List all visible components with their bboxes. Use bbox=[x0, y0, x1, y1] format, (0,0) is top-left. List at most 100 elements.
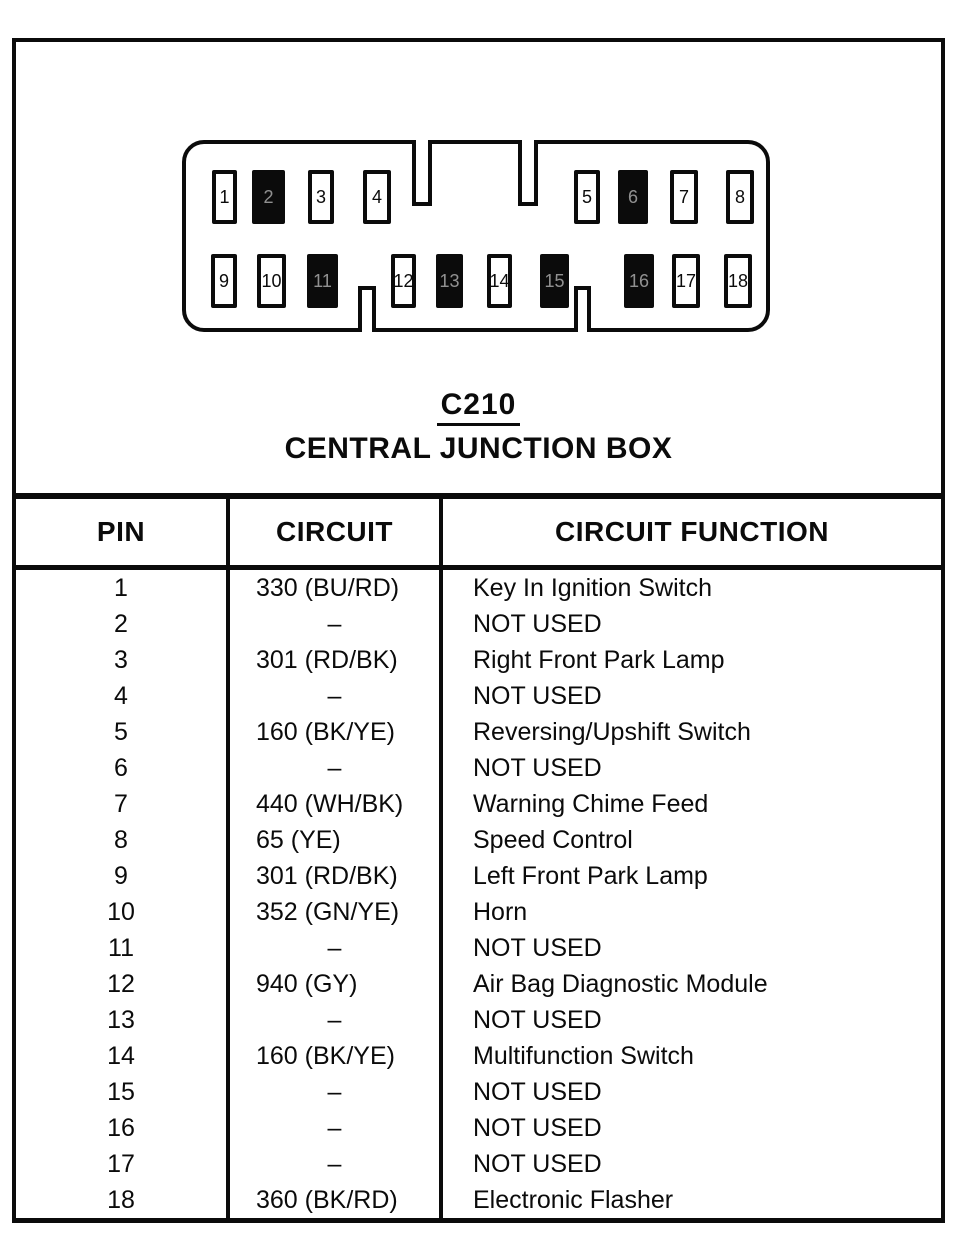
pin-7: 7 bbox=[670, 170, 698, 224]
pin-14: 14 bbox=[487, 254, 512, 308]
circuit-cell: 160 (BK/YE) bbox=[230, 1038, 443, 1074]
function-cell: NOT USED bbox=[473, 1077, 602, 1106]
circuit-cell: 65 (YE) bbox=[230, 822, 443, 858]
pin-cell: 7 bbox=[16, 786, 230, 822]
table-row: 4– NOT USED bbox=[16, 678, 941, 714]
pin-cell: 9 bbox=[16, 858, 230, 894]
pin-cell: 10 bbox=[16, 894, 230, 930]
circuit-cell: 940 (GY) bbox=[230, 966, 443, 1002]
circuit-cell: 301 (RD/BK) bbox=[230, 642, 443, 678]
pin-6: 6 bbox=[618, 170, 648, 224]
function-cell: NOT USED bbox=[473, 933, 602, 962]
pin-3: 3 bbox=[308, 170, 334, 224]
circuit-cell: 440 (WH/BK) bbox=[230, 786, 443, 822]
pin-cell: 5 bbox=[16, 714, 230, 750]
pin-cell: 18 bbox=[16, 1182, 230, 1218]
pin-cell: 3 bbox=[16, 642, 230, 678]
table-row: 2–NOT USED bbox=[16, 606, 941, 642]
function-cell: Reversing/Upshift Switch bbox=[473, 717, 751, 746]
pin-5: 5 bbox=[574, 170, 600, 224]
circuit-cell: – bbox=[230, 1110, 443, 1146]
function-cell: Air Bag Diagnostic Module bbox=[473, 969, 768, 998]
connector-notch bbox=[358, 286, 376, 332]
pin-cell: 2 bbox=[16, 606, 230, 642]
pin-9: 9 bbox=[211, 254, 237, 308]
function-cell: NOT USED bbox=[473, 753, 602, 782]
pin-11: 11 bbox=[307, 254, 338, 308]
circuit-cell: 352 (GN/YE) bbox=[230, 894, 443, 930]
table-row: 6–NOT USED bbox=[16, 750, 941, 786]
pin-17: 17 bbox=[672, 254, 700, 308]
pin-cell: 4 bbox=[16, 678, 230, 714]
pin-cell: 11 bbox=[16, 930, 230, 966]
pin-cell: 12 bbox=[16, 966, 230, 1002]
function-cell: Left Front Park Lamp bbox=[473, 861, 708, 890]
circuit-cell: – bbox=[230, 930, 443, 966]
function-cell: NOT USED bbox=[473, 1005, 602, 1034]
function-cell: Speed Control bbox=[473, 825, 633, 854]
table-row: 11– NOT USED bbox=[16, 930, 941, 966]
pin-cell: 8 bbox=[16, 822, 230, 858]
pin-10: 10 bbox=[257, 254, 286, 308]
pin-13: 13 bbox=[436, 254, 463, 308]
function-cell: Multifunction Switch bbox=[473, 1041, 694, 1070]
pin-18: 18 bbox=[724, 254, 752, 308]
circuit-cell: – bbox=[230, 606, 443, 642]
pin-4: 4 bbox=[363, 170, 391, 224]
function-cell: Electronic Flasher bbox=[473, 1185, 674, 1214]
table-row: 16– NOT USED bbox=[16, 1110, 941, 1146]
header-circuit: CIRCUIT bbox=[230, 499, 443, 565]
table-header-row: PIN CIRCUIT CIRCUIT FUNCTION bbox=[16, 499, 941, 570]
pin-cell: 14 bbox=[16, 1038, 230, 1074]
pin-cell: 17 bbox=[16, 1146, 230, 1182]
figure-title-block: C210 CENTRAL JUNCTION BOX bbox=[16, 390, 941, 464]
connector-notch bbox=[518, 140, 538, 206]
pin-cell: 6 bbox=[16, 750, 230, 786]
connector-notch bbox=[412, 140, 432, 206]
circuit-cell: – bbox=[230, 1074, 443, 1110]
pin-8: 8 bbox=[726, 170, 754, 224]
circuit-cell: 301 (RD/BK) bbox=[230, 858, 443, 894]
pin-15: 15 bbox=[540, 254, 569, 308]
pin-16: 16 bbox=[624, 254, 654, 308]
table-row: 15–NOT USED bbox=[16, 1074, 941, 1110]
function-cell: Key In Ignition Switch bbox=[473, 573, 713, 602]
header-pin: PIN bbox=[16, 499, 230, 565]
pin-cell: 13 bbox=[16, 1002, 230, 1038]
table-row: 17– NOT USED bbox=[16, 1146, 941, 1182]
circuit-cell: 160 (BK/YE) bbox=[230, 714, 443, 750]
pin-1: 1 bbox=[212, 170, 237, 224]
circuit-cell: – bbox=[230, 1002, 443, 1038]
circuit-cell: – bbox=[230, 678, 443, 714]
pin-cell: 16 bbox=[16, 1110, 230, 1146]
circuit-cell: 360 (BK/RD) bbox=[230, 1182, 443, 1218]
circuit-cell: 330 (BU/RD) bbox=[230, 570, 443, 606]
header-circuit-function: CIRCUIT FUNCTION bbox=[555, 516, 829, 547]
connector-id: C210 bbox=[436, 390, 521, 426]
circuit-cell: – bbox=[230, 1146, 443, 1182]
function-cell: Horn bbox=[473, 897, 528, 926]
connector-notch bbox=[574, 286, 591, 332]
pin-12: 12 bbox=[391, 254, 416, 308]
function-cell: NOT USED bbox=[473, 1113, 602, 1142]
function-cell: NOT USED bbox=[473, 681, 602, 710]
pin-cell: 1 bbox=[16, 570, 230, 606]
function-cell: NOT USED bbox=[473, 1149, 602, 1178]
function-cell: Right Front Park Lamp bbox=[473, 645, 725, 674]
connector-name: CENTRAL JUNCTION BOX bbox=[284, 432, 673, 465]
table-row: 13– NOT USED bbox=[16, 1002, 941, 1038]
